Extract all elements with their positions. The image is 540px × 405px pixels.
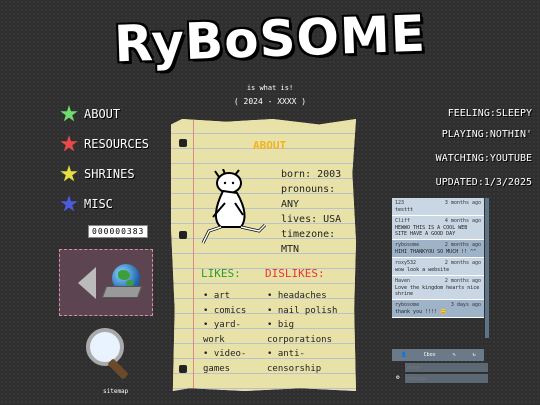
yellow-star-icon <box>60 165 78 182</box>
paper-hole <box>179 365 187 373</box>
chat-toolbar: 👤 Cbox ✎ ↻ <box>392 349 484 361</box>
dislikes-heading: DISLIKES: <box>265 267 325 280</box>
nav-item-misc[interactable]: MISC <box>60 194 149 214</box>
paper-margin-line <box>193 119 194 391</box>
date-range: ( 2024 - XXXX ) <box>233 97 307 106</box>
likes-list: • art • comics • yard- work • video- gam… <box>203 289 265 376</box>
info-born: born: 2003 <box>281 169 342 180</box>
status-updated: UPDATED:1/3/2025 <box>435 177 532 188</box>
info-lives: lives: USA <box>281 214 342 225</box>
paper-hole <box>179 231 187 239</box>
list-item: • yard- work <box>203 320 241 345</box>
list-item: • headaches <box>267 291 327 301</box>
list-item: • video- games <box>203 349 247 374</box>
list-item: • anti- censorship <box>267 349 322 374</box>
chat-scrollbar[interactable] <box>485 198 489 338</box>
sitemap-label[interactable]: sitemap <box>103 388 129 395</box>
green-star-icon <box>60 105 78 122</box>
chat-message-input[interactable] <box>405 374 488 383</box>
nav-item-about[interactable]: ABOUT <box>60 104 149 124</box>
info-timezone: timezone: MTN <box>281 229 336 255</box>
status-playing: PLAYING:NOTHIN' <box>441 129 532 140</box>
nav-item-resources[interactable]: RESOURCES <box>60 134 149 154</box>
about-info: born: 2003 pronouns: ANY lives: USA time… <box>281 167 353 257</box>
red-star-icon <box>60 135 78 152</box>
nav-label: RESOURCES <box>84 137 150 151</box>
chat-bar-label: Cbox <box>423 352 436 358</box>
list-item: • art <box>203 291 231 301</box>
chat-name-input[interactable] <box>405 363 488 372</box>
nav-item-shrines[interactable]: SHRINES <box>60 164 149 184</box>
refresh-icon[interactable]: ↻ <box>472 352 476 358</box>
nav-label: MISC <box>84 197 113 211</box>
status-feeling: FEELING:SLEEPY <box>447 108 532 119</box>
likes-heading: LIKES: <box>201 267 241 280</box>
magnifier-icon[interactable] <box>86 328 136 383</box>
left-arrow-icon[interactable] <box>78 267 96 299</box>
list-item: • nail polish <box>267 305 338 316</box>
list-item: • big corporations <box>267 320 333 345</box>
character-drawing <box>201 169 267 244</box>
info-pronouns: pronouns: ANY <box>281 184 336 210</box>
nav-label: SHRINES <box>84 167 135 181</box>
settings-icon[interactable]: ⚙ <box>396 374 400 381</box>
blue-star-icon <box>60 195 78 212</box>
paper-hole <box>179 139 187 147</box>
modem-icon <box>101 286 143 298</box>
status-watching: WATCHING:YOUTUBE <box>435 153 532 164</box>
subtitle: is what is! <box>246 84 294 92</box>
site-logo: RyBoSOME <box>113 4 427 74</box>
user-icon[interactable]: 👤 <box>400 352 407 358</box>
magnifier-handle <box>107 358 129 380</box>
nav-label: ABOUT <box>84 107 121 121</box>
hit-counter: 000000383 <box>88 225 149 238</box>
magnifier-lens <box>86 328 124 366</box>
web-button-box[interactable] <box>59 249 153 316</box>
about-paper: ABOUT born: 2003 pronouns: ANY lives: US… <box>171 119 356 391</box>
about-title: ABOUT <box>253 139 287 152</box>
edit-icon[interactable]: ✎ <box>452 352 456 358</box>
main-nav: ABOUT RESOURCES SHRINES MISC <box>60 104 149 224</box>
dislikes-list: • headaches • nail polish • big corporat… <box>267 289 351 376</box>
list-item: • comics <box>203 305 247 316</box>
